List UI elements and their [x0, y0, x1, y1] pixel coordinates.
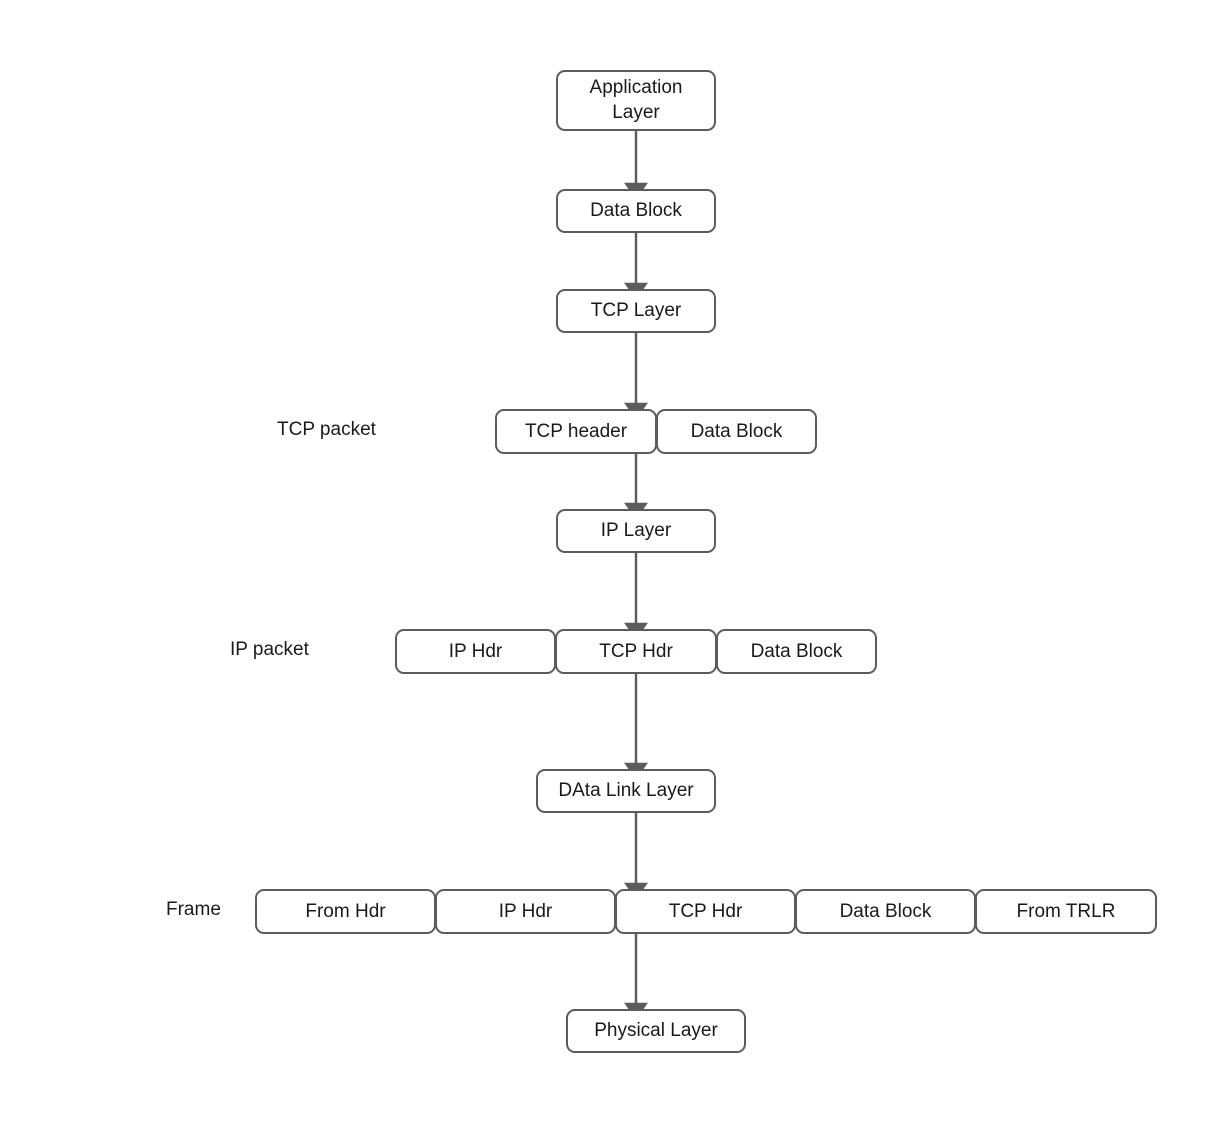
frame-segment-tcp-hdr[interactable]: TCP Hdr: [615, 889, 796, 934]
frame-segment-from-trlr[interactable]: From TRLR: [975, 889, 1157, 934]
frame-segment-data-block[interactable]: Data Block: [795, 889, 976, 934]
ip-packet-segment-ip-hdr[interactable]: IP Hdr: [395, 629, 556, 674]
row-label-tcp-packet: TCP packet: [277, 419, 376, 440]
node-tcp-layer[interactable]: TCP Layer: [556, 289, 716, 333]
node-physical-layer[interactable]: Physical Layer: [566, 1009, 746, 1053]
ip-packet-segment-tcp-hdr[interactable]: TCP Hdr: [555, 629, 717, 674]
row-label-ip-packet: IP packet: [230, 639, 309, 660]
node-data-link-layer[interactable]: DAta Link Layer: [536, 769, 716, 813]
tcp-packet-segment-data-block[interactable]: Data Block: [656, 409, 817, 454]
frame-segment-ip-hdr[interactable]: IP Hdr: [435, 889, 616, 934]
frame-segment-from-hdr[interactable]: From Hdr: [255, 889, 436, 934]
ip-packet-segment-data-block[interactable]: Data Block: [716, 629, 877, 674]
node-data-block[interactable]: Data Block: [556, 189, 716, 233]
node-application-layer[interactable]: Application Layer: [556, 70, 716, 131]
tcp-packet-segment-tcp-header[interactable]: TCP header: [495, 409, 657, 454]
row-label-frame: Frame: [166, 899, 221, 920]
node-ip-layer[interactable]: IP Layer: [556, 509, 716, 553]
